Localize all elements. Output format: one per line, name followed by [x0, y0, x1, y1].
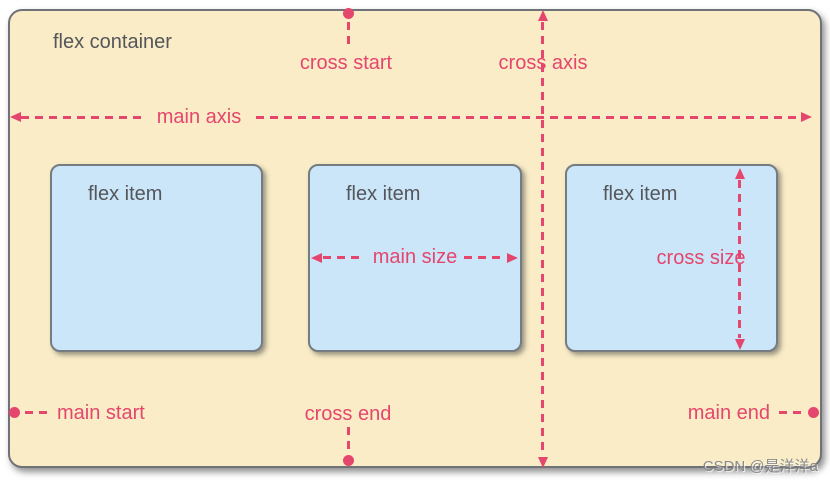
cross-axis-dash [541, 22, 544, 456]
main-end-dash [779, 411, 805, 414]
cross-size-down-arrow-icon [735, 339, 745, 350]
cross-end-dot-icon [343, 455, 354, 466]
main-axis-right-arrow-icon [801, 112, 812, 122]
cross-axis-down-arrow-icon [538, 457, 548, 468]
cross-end-label: cross end [304, 403, 392, 425]
cross-size-dash [738, 180, 741, 338]
cross-start-dash [347, 22, 350, 48]
main-start-label: main start [57, 402, 145, 424]
main-axis-label: main axis [156, 106, 242, 128]
flex-container-label: flex container [53, 31, 172, 53]
cross-size-label: cross size [656, 247, 746, 269]
cross-start-dot-icon [343, 8, 354, 19]
main-start-dot-icon [9, 407, 20, 418]
watermark: CSDN @是洋洋a [702, 458, 818, 475]
cross-end-dash [347, 427, 350, 455]
cross-start-label: cross start [299, 52, 393, 74]
cross-axis-label: cross axis [498, 52, 588, 74]
main-size-right-arrow-icon [507, 253, 518, 263]
main-axis-left-arrow-icon [10, 112, 21, 122]
main-axis-dash-right [256, 116, 801, 119]
main-axis-dash-left [21, 116, 145, 119]
cross-size-up-arrow-icon [735, 168, 745, 179]
main-size-dash-right [464, 256, 506, 259]
main-start-dash [25, 411, 51, 414]
main-end-dot-icon [808, 407, 819, 418]
main-end-label: main end [687, 402, 770, 424]
flex-item-3-label: flex item [603, 183, 678, 205]
main-size-dash-left [323, 256, 365, 259]
flex-item-2-label: flex item [346, 183, 421, 205]
cross-axis-up-arrow-icon [538, 10, 548, 21]
main-size-left-arrow-icon [311, 253, 322, 263]
main-size-label: main size [372, 246, 458, 268]
flex-item-1-label: flex item [88, 183, 163, 205]
flex-item-3: flex item [565, 164, 778, 352]
flex-item-1: flex item [50, 164, 263, 352]
